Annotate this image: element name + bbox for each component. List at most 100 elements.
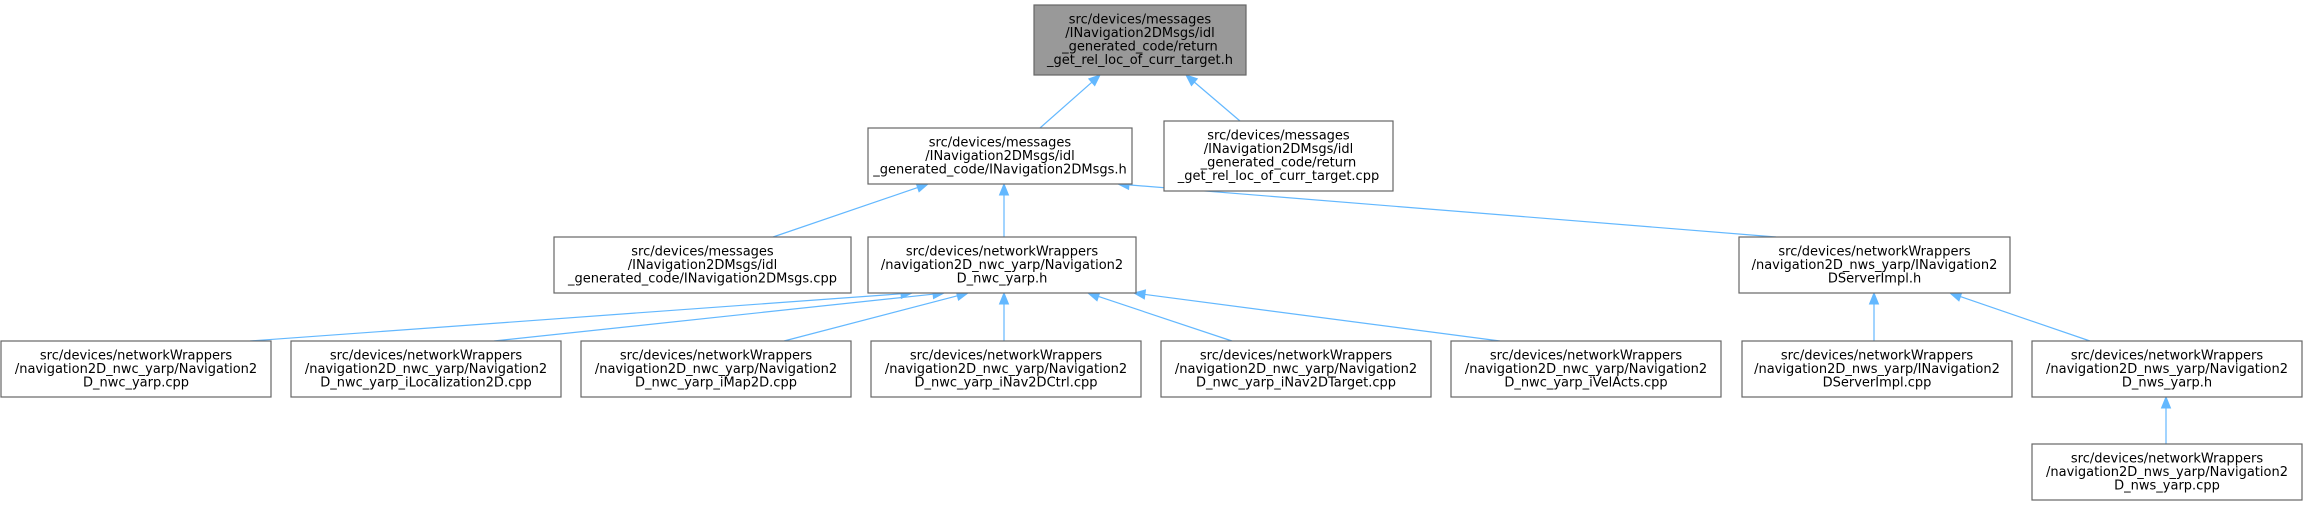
node-label-line: /navigation2D_nws_yarp/INavigation2 xyxy=(1752,258,1998,273)
edge-line xyxy=(1193,81,1241,122)
node-label-line: /INavigation2DMsgs/idl xyxy=(1204,142,1353,157)
node-box[interactable] xyxy=(1033,4,1247,76)
node-box[interactable] xyxy=(2031,340,2303,398)
node-label-line: src/devices/messages xyxy=(1069,13,1212,28)
node-label-line: src/devices/networkWrappers xyxy=(1778,244,1970,259)
node-navigation2d-nwc-yarp-cpp[interactable]: src/devices/networkWrappers/navigation2D… xyxy=(0,340,272,398)
node-label-line: _generated_code/return xyxy=(1061,40,1218,55)
node-label-line: src/devices/messages xyxy=(929,135,1072,150)
edge-n2-to-n0 xyxy=(1184,74,1241,122)
node-box[interactable] xyxy=(2031,443,2303,501)
edge-n11-to-n4 xyxy=(1132,289,1501,342)
node-label-line: _get_rel_loc_of_curr_target.h xyxy=(1046,53,1233,68)
edge-n8-to-n4 xyxy=(783,290,970,342)
node-label-line: DServerImpl.h xyxy=(1828,271,1921,286)
node-navigation2d-nwc-yarp-ilocalization2d-cpp[interactable]: src/devices/networkWrappers/navigation2D… xyxy=(290,340,562,398)
node-label-line: /navigation2D_nwc_yarp/Navigation2 xyxy=(1175,362,1417,377)
node-return-get-rel-loc-cpp[interactable]: src/devices/messages/INavigation2DMsgs/i… xyxy=(1163,120,1394,192)
node-label-line: /navigation2D_nwc_yarp/Navigation2 xyxy=(15,362,257,377)
node-box[interactable] xyxy=(867,127,1133,185)
node-box[interactable] xyxy=(580,340,852,398)
node-box[interactable] xyxy=(0,340,272,398)
node-label-line: src/devices/networkWrappers xyxy=(1200,348,1392,363)
node-label-line: _get_rel_loc_of_curr_target.cpp xyxy=(1177,169,1379,184)
node-label-line: src/devices/networkWrappers xyxy=(1490,348,1682,363)
edge-n1-to-n0 xyxy=(1039,74,1101,129)
edge-n9-to-n4 xyxy=(998,291,1010,341)
node-box[interactable] xyxy=(1450,340,1722,398)
node-label-line: D_nwc_yarp_iLocalization2D.cpp xyxy=(320,375,531,390)
node-label-line: /navigation2D_nws_yarp/Navigation2 xyxy=(2046,362,2288,377)
arrowhead xyxy=(1184,74,1199,87)
edge-n14-to-n13 xyxy=(2160,395,2172,444)
node-label-line: D_nwc_yarp_iNav2DCtrl.cpp xyxy=(915,375,1098,390)
node-label-line: DServerImpl.cpp xyxy=(1823,375,1932,390)
node-navigation2d-nwc-yarp-ivelacts-cpp[interactable]: src/devices/networkWrappers/navigation2D… xyxy=(1450,340,1722,398)
edge-n4-to-n1 xyxy=(998,182,1010,237)
node-box[interactable] xyxy=(1741,340,2013,398)
node-label-line: src/devices/messages xyxy=(631,244,774,259)
node-label-line: src/devices/networkWrappers xyxy=(1781,348,1973,363)
edge-line xyxy=(783,295,958,342)
node-label-line: D_nwc_yarp_iVelActs.cpp xyxy=(1504,375,1667,390)
edge-line xyxy=(1039,81,1093,129)
node-label-line: /navigation2D_nwc_yarp/Navigation2 xyxy=(881,258,1123,273)
node-label-line: src/devices/networkWrappers xyxy=(620,348,812,363)
node-label-line: src/devices/networkWrappers xyxy=(906,244,1098,259)
node-label-line: /navigation2D_nwc_yarp/Navigation2 xyxy=(305,362,547,377)
node-label-line: src/devices/networkWrappers xyxy=(2071,451,2263,466)
node-label-line: /INavigation2DMsgs/idl xyxy=(1065,26,1214,41)
node-label-line: /navigation2D_nwc_yarp/Navigation2 xyxy=(595,362,837,377)
node-label-line: D_nwc_yarp.h xyxy=(957,271,1048,286)
node-navigation2d-nws-yarp-cpp[interactable]: src/devices/networkWrappers/navigation2D… xyxy=(2031,443,2303,501)
edge-n10-to-n4 xyxy=(1086,291,1233,342)
edge-line xyxy=(1098,295,1233,342)
edge-line xyxy=(1960,295,2091,342)
node-inavigation2dserverimpl-cpp[interactable]: src/devices/networkWrappers/navigation2D… xyxy=(1741,340,2013,398)
node-label-line: D_nws_yarp.h xyxy=(2122,375,2212,390)
node-box[interactable] xyxy=(1738,236,2011,294)
node-box[interactable] xyxy=(870,340,1142,398)
node-label-line: src/devices/networkWrappers xyxy=(330,348,522,363)
node-box[interactable] xyxy=(867,236,1137,294)
node-label-line: D_nwc_yarp_iNav2DTarget.cpp xyxy=(1196,375,1396,390)
edge-line xyxy=(249,293,902,342)
node-label-line: /INavigation2DMsgs/idl xyxy=(925,149,1074,164)
node-label-line: D_nwc_yarp_iMap2D.cpp xyxy=(635,375,797,390)
node-return-get-rel-loc-h[interactable]: src/devices/messages/INavigation2DMsgs/i… xyxy=(1033,4,1247,76)
node-box[interactable] xyxy=(553,236,852,294)
node-label-line: _generated_code/INavigation2DMsgs.cpp xyxy=(567,271,837,286)
node-label-line: D_nws_yarp.cpp xyxy=(2114,478,2220,493)
edge-line xyxy=(493,293,934,342)
nodes-layer: src/devices/messages/INavigation2DMsgs/i… xyxy=(0,4,2303,501)
node-box[interactable] xyxy=(1160,340,1432,398)
edge-line xyxy=(772,186,918,238)
node-label-line: /navigation2D_nwc_yarp/Navigation2 xyxy=(1465,362,1707,377)
node-inavigation2dserverimpl-h[interactable]: src/devices/networkWrappers/navigation2D… xyxy=(1738,236,2011,294)
edge-n12-to-n5 xyxy=(1868,291,1880,341)
node-label-line: /navigation2D_nwc_yarp/Navigation2 xyxy=(885,362,1127,377)
arrowhead xyxy=(2160,395,2172,409)
node-inavigation2dmsgs-cpp[interactable]: src/devices/messages/INavigation2DMsgs/i… xyxy=(553,236,852,294)
node-navigation2d-nwc-yarp-inav2dtarget-cpp[interactable]: src/devices/networkWrappers/navigation2D… xyxy=(1160,340,1432,398)
node-navigation2d-nwc-yarp-inav2dctrl-cpp[interactable]: src/devices/networkWrappers/navigation2D… xyxy=(870,340,1142,398)
node-inavigation2dmsgs-h[interactable]: src/devices/messages/INavigation2DMsgs/i… xyxy=(867,127,1133,185)
arrowhead xyxy=(998,182,1010,196)
arrowhead xyxy=(998,291,1010,305)
node-box[interactable] xyxy=(1163,120,1394,192)
edge-n3-to-n1 xyxy=(772,182,930,238)
edge-n13-to-n5 xyxy=(1948,291,2091,342)
node-label-line: src/devices/networkWrappers xyxy=(2071,348,2263,363)
arrowhead xyxy=(1132,289,1147,300)
node-label-line: _generated_code/return xyxy=(1200,156,1357,171)
arrowhead xyxy=(1087,74,1101,87)
node-label-line: src/devices/messages xyxy=(1207,129,1350,144)
edge-line xyxy=(1128,184,1777,238)
node-navigation2d-nwc-yarp-imap2d-cpp[interactable]: src/devices/networkWrappers/navigation2D… xyxy=(580,340,852,398)
node-navigation2d-nwc-yarp-h[interactable]: src/devices/networkWrappers/navigation2D… xyxy=(867,236,1137,294)
edge-n7-to-n4 xyxy=(493,289,946,342)
node-label-line: _generated_code/INavigation2DMsgs.h xyxy=(872,162,1127,177)
node-box[interactable] xyxy=(290,340,562,398)
node-navigation2d-nws-yarp-h[interactable]: src/devices/networkWrappers/navigation2D… xyxy=(2031,340,2303,398)
